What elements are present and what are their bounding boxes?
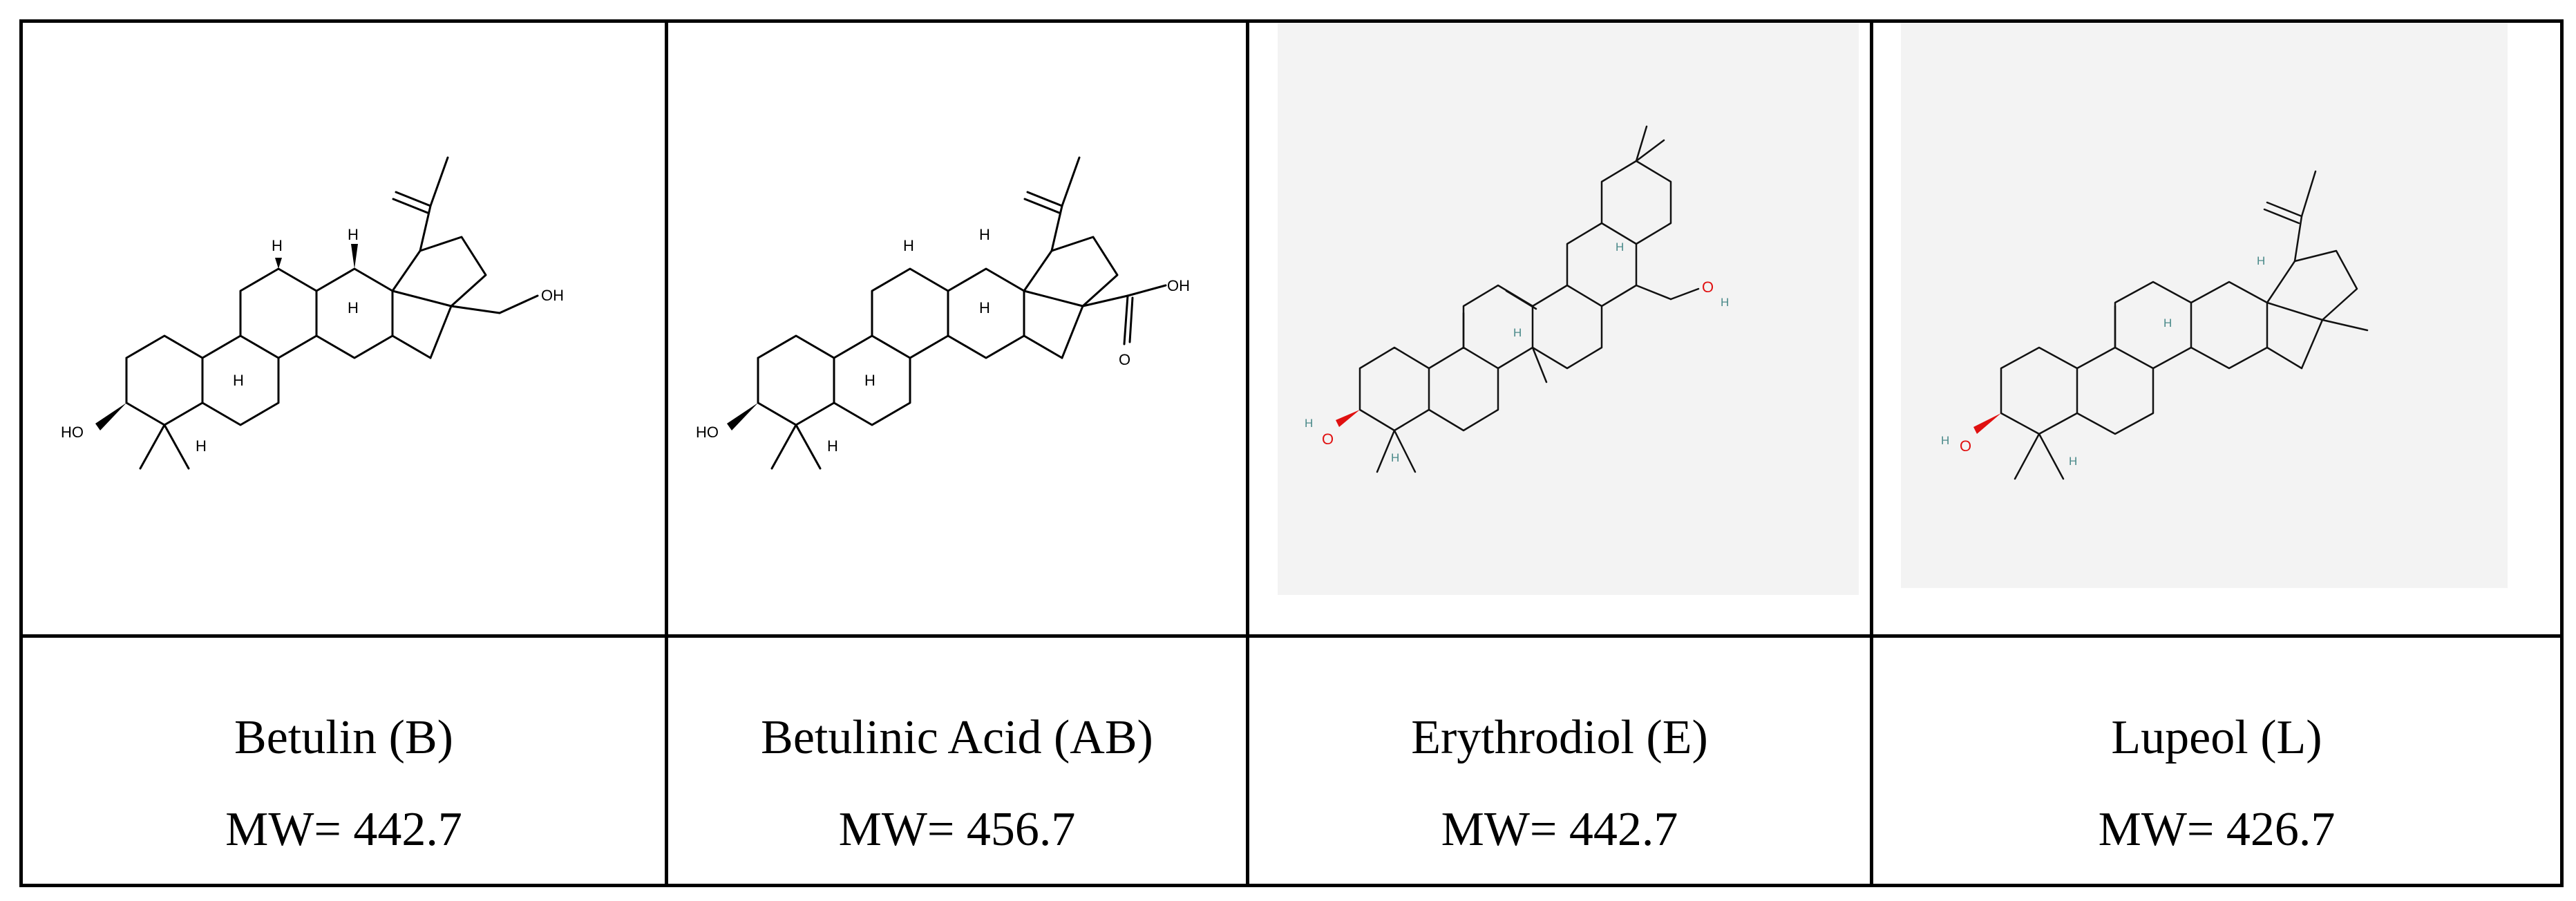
svg-text:OH: OH [541, 287, 564, 304]
svg-text:O: O [1322, 430, 1334, 448]
compound-name: Betulin (B) [234, 711, 453, 764]
svg-text:H: H [1616, 240, 1624, 254]
caption-cell-betulinic-acid: Betulinic Acid (AB) MW= 456.7 [668, 638, 1246, 884]
compound-table: HO OH H H H H H Betulin (B) MW= 442.7 [19, 19, 2564, 887]
svg-text:H: H [1721, 296, 1729, 309]
svg-text:O: O [1960, 437, 1971, 455]
svg-text:H: H [864, 372, 875, 389]
svg-text:H: H [979, 299, 990, 316]
betulinic-acid-structure: HO OH O H H H H H [696, 156, 1190, 470]
structure-cell-betulinic-acid: HO OH O H H H H H [668, 23, 1246, 634]
svg-text:H: H [827, 437, 838, 455]
svg-text:OH: OH [1167, 277, 1190, 294]
column-divider [665, 23, 668, 884]
svg-text:H: H [233, 372, 244, 389]
molecular-weight: MW= 426.7 [2098, 803, 2336, 856]
structure-cell-lupeol: O H H H H [1873, 23, 2560, 634]
svg-text:H: H [272, 237, 283, 254]
caption-cell-erythrodiol: Erythrodiol (E) MW= 442.7 [1249, 638, 1870, 884]
svg-text:O: O [1119, 351, 1130, 368]
caption-cell-betulin: Betulin (B) MW= 442.7 [23, 638, 665, 884]
betulin-structure: HO OH H H H H H [61, 156, 564, 470]
svg-text:H: H [2257, 254, 2265, 267]
erythrodiol-structure: O H O H H H H [1278, 23, 1859, 595]
column-divider [1246, 23, 1249, 884]
svg-text:H: H [1305, 417, 1313, 430]
svg-text:H: H [348, 299, 359, 316]
svg-text:HO: HO [696, 424, 719, 441]
structure-cell-betulin: HO OH H H H H H [23, 23, 665, 634]
svg-text:H: H [196, 437, 207, 455]
compound-name: Erythrodiol (E) [1411, 711, 1708, 764]
svg-text:H: H [348, 226, 359, 243]
svg-text:O: O [1702, 278, 1714, 296]
svg-text:HO: HO [61, 424, 84, 441]
compound-name: Betulinic Acid (AB) [761, 711, 1153, 764]
svg-text:H: H [1391, 451, 1399, 464]
svg-text:H: H [2069, 455, 2077, 468]
lupeol-structure: O H H H H [1901, 23, 2508, 588]
molecular-weight: MW= 442.7 [1441, 803, 1678, 856]
svg-text:H: H [2163, 316, 2172, 330]
molecular-weight: MW= 442.7 [225, 803, 462, 856]
compound-name: Lupeol (L) [2111, 711, 2322, 764]
svg-text:H: H [979, 226, 990, 243]
structure-cell-erythrodiol: O H O H H H H [1249, 23, 1870, 634]
svg-text:H: H [903, 237, 914, 254]
svg-text:H: H [1941, 434, 1949, 447]
molecular-weight: MW= 456.7 [838, 803, 1076, 856]
row-divider [23, 634, 2560, 638]
caption-cell-lupeol: Lupeol (L) MW= 426.7 [1873, 638, 2560, 884]
column-divider [1870, 23, 1873, 884]
svg-text:H: H [1513, 326, 1522, 339]
